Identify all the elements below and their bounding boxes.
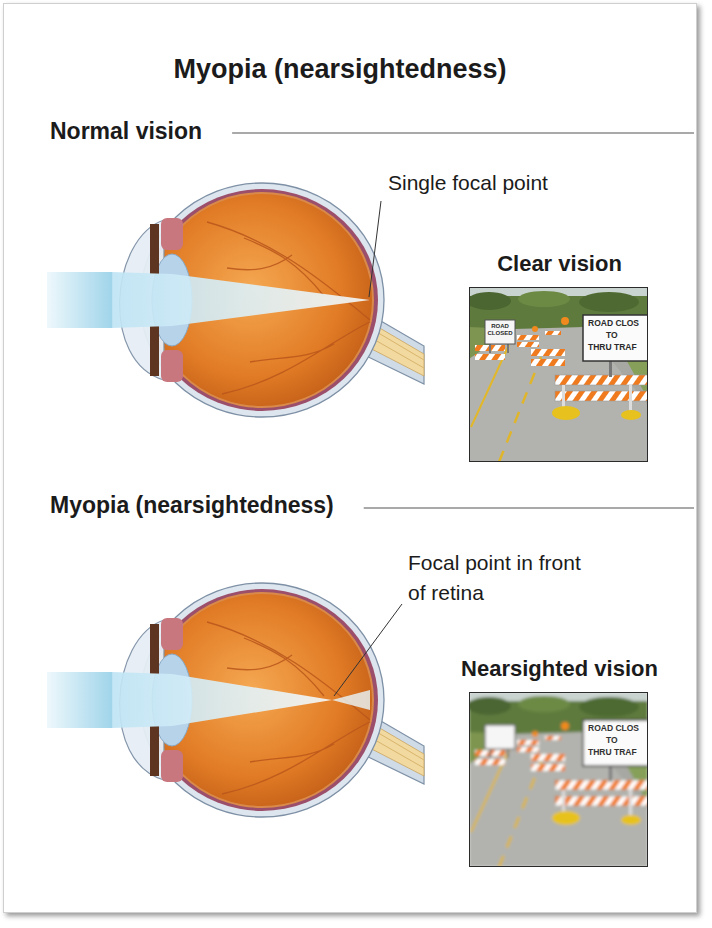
callout-label: Single focal point <box>388 170 548 195</box>
clear-photo <box>467 287 655 462</box>
sign-text: TO <box>606 330 618 340</box>
light-beam <box>47 272 113 328</box>
diagram-title: Myopia (nearsightedness) <box>0 53 680 85</box>
light-beam <box>112 672 332 728</box>
section-heading: Myopia (nearsightedness) <box>50 492 334 520</box>
normal-eye <box>47 183 424 417</box>
light-beam <box>112 272 370 328</box>
section-rule <box>232 132 694 133</box>
section-rule <box>364 507 694 508</box>
sign-text: THRU TRAF <box>588 342 637 352</box>
photo-heading: Clear vision <box>497 251 622 277</box>
sign-text: ROAD CLOS <box>588 723 639 733</box>
photo-frame: Clear vision <box>469 287 648 462</box>
leader-line <box>334 604 402 696</box>
sign-text: TO <box>606 735 618 745</box>
light-beam <box>47 672 113 728</box>
sign-text: THRU TRAF <box>588 747 637 757</box>
photo-frame: Nearsighted vision <box>469 692 648 867</box>
callout-label: Focal point in front of retina <box>408 548 588 608</box>
diverging-beam <box>332 690 370 710</box>
sign-text: ROAD CLOS <box>588 318 639 328</box>
sign-text: ROAD CLOSED <box>486 323 514 337</box>
myopic-eye <box>47 583 424 817</box>
blurred-photo <box>467 692 655 867</box>
photo-heading: Nearsighted vision <box>461 656 658 682</box>
leader-line <box>369 201 381 297</box>
section-heading: Normal vision <box>50 118 202 146</box>
